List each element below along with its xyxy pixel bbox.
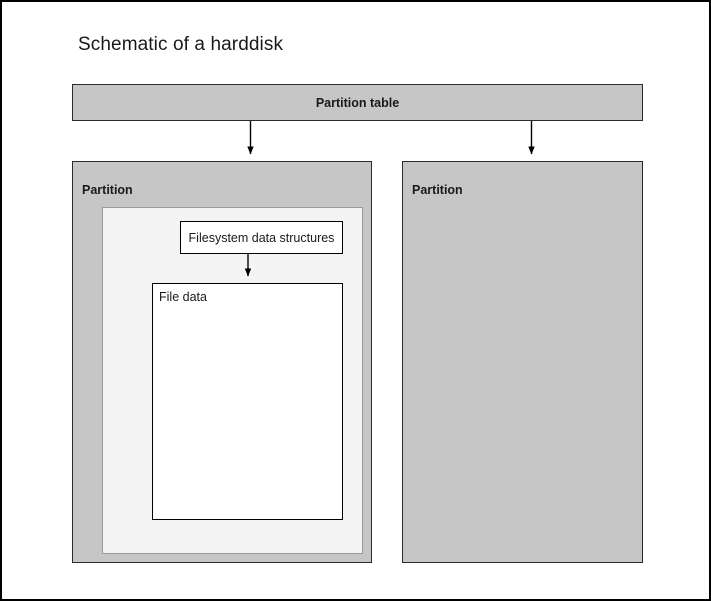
page-title: Schematic of a harddisk [78,34,284,55]
partition-2-label: Partition [412,183,463,197]
file-data-box[interactable]: File data [152,283,343,520]
file-data-label: File data [159,290,207,304]
partition-table-label: Partition table [315,95,400,110]
filesystem-data-structures-box[interactable]: Filesystem data structures [180,221,343,254]
filesystem-data-structures-label: Filesystem data structures [188,230,335,245]
partition-table-box[interactable]: Partition table [72,84,643,121]
partition-box-2[interactable]: Partition [402,161,643,563]
partition-1-label: Partition [82,183,133,197]
